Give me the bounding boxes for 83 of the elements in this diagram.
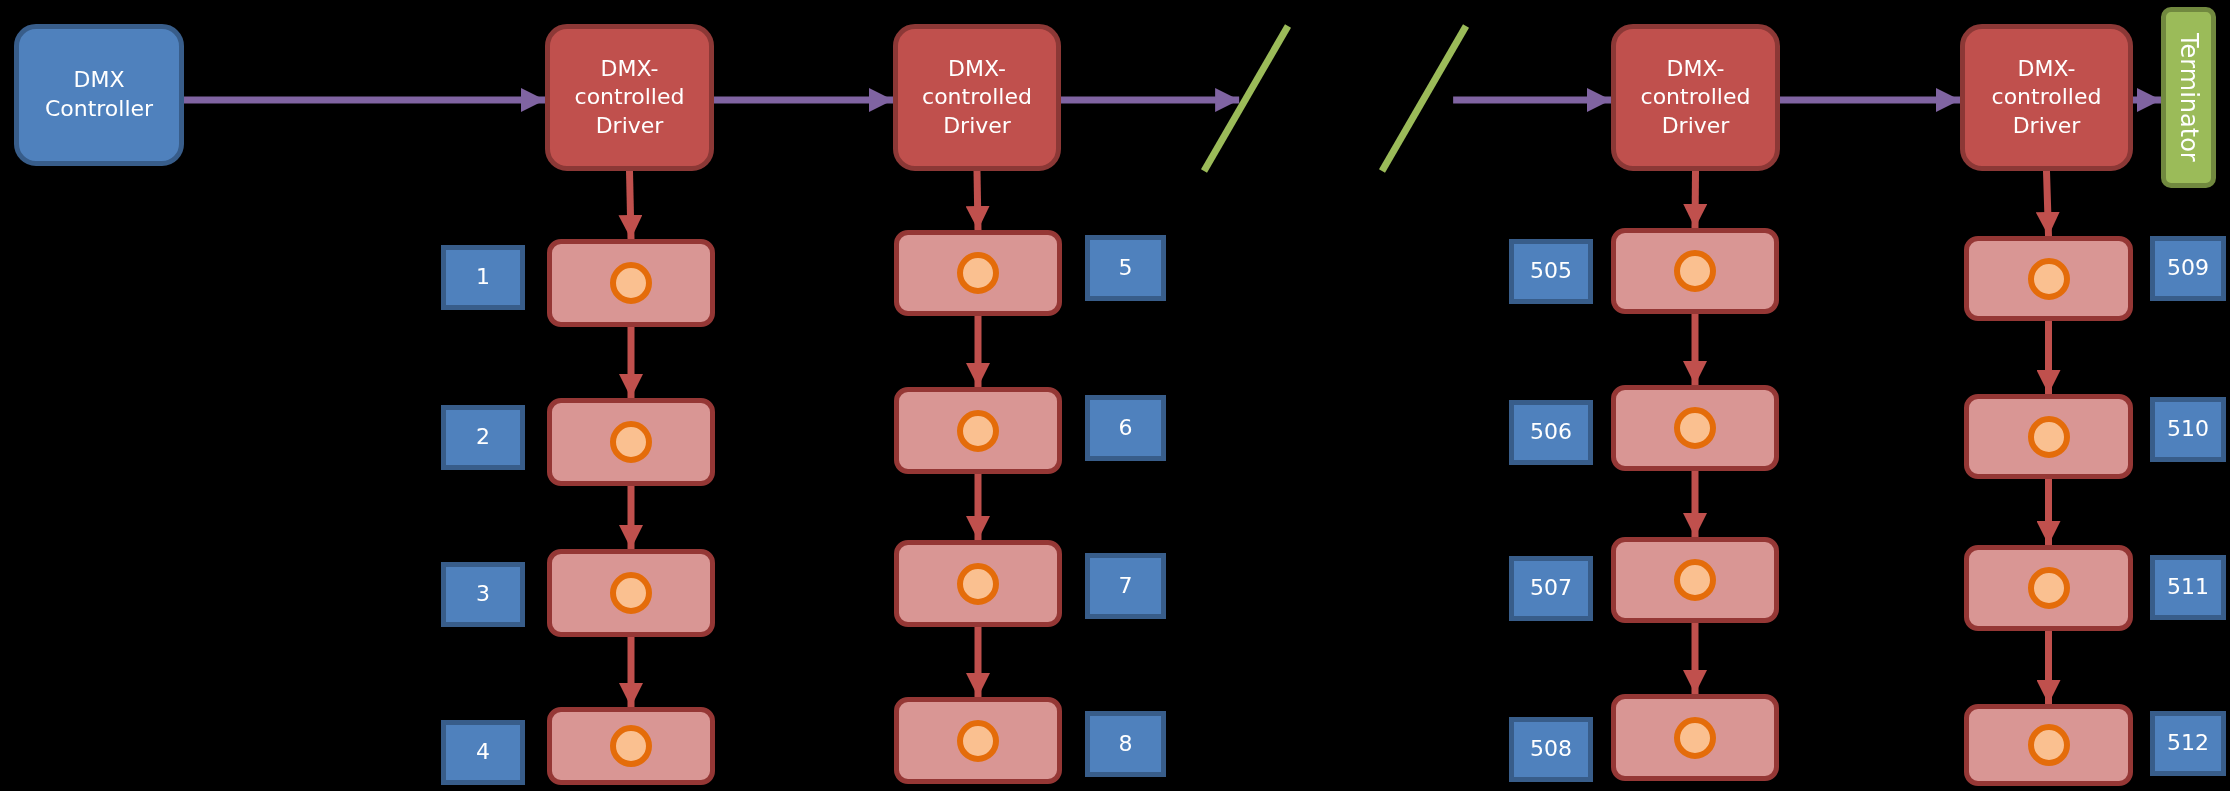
arrow [2036, 479, 2061, 545]
address-number: 508 [1530, 735, 1572, 764]
lamp-box [1611, 385, 1779, 471]
lamp-box [894, 540, 1062, 627]
address-number: 8 [1118, 729, 1133, 758]
address-box [1509, 556, 1593, 621]
arrow [966, 316, 990, 387]
address-box [441, 405, 525, 470]
address-number: 507 [1530, 574, 1572, 603]
lamp-box [1611, 228, 1779, 314]
terminator-label: Terminator [2174, 33, 2203, 162]
node-label: DMX-controlled Driver [921, 54, 1033, 140]
arrow [966, 474, 990, 540]
arrow [966, 627, 990, 697]
address-box [1509, 717, 1593, 782]
arrow [714, 88, 893, 112]
terminator-box [2161, 7, 2216, 188]
address-number: 5 [1118, 253, 1133, 282]
driver-box [545, 24, 714, 171]
address-box [1085, 235, 1166, 301]
address-box [1509, 400, 1593, 465]
driver-box [893, 24, 1061, 171]
address-box [1085, 711, 1166, 777]
address-number: 511 [2167, 573, 2209, 602]
address-box [2150, 711, 2226, 776]
address-box [1509, 239, 1593, 304]
lamp-box [1964, 394, 2133, 479]
address-number: 3 [476, 580, 490, 609]
arrow [2036, 631, 2061, 704]
arrow [1780, 88, 1960, 112]
address-number: 2 [476, 423, 490, 452]
arrow [184, 88, 545, 112]
address-box [441, 245, 525, 310]
arrow [2133, 88, 2161, 112]
address-number: 4 [476, 738, 490, 767]
arrow [618, 170, 643, 240]
lamp-box [894, 230, 1062, 316]
arrow [2035, 170, 2060, 237]
arrow [619, 637, 643, 707]
address-box [441, 720, 525, 785]
address-box [2150, 397, 2226, 462]
address-box [1085, 553, 1166, 619]
break-line [1378, 24, 1470, 173]
lamp-box [894, 697, 1062, 784]
address-number: 512 [2167, 729, 2209, 758]
address-number: 510 [2167, 415, 2209, 444]
node-label: DMX-controlled Driver [1990, 54, 2103, 140]
node-label: DMX-controlled Driver [1639, 54, 1752, 140]
arrow [2036, 321, 2061, 394]
arrow [1061, 88, 1240, 112]
lamp-box [894, 387, 1062, 474]
address-box [2150, 236, 2226, 301]
driver-box [1960, 24, 2133, 171]
address-number: 505 [1530, 257, 1572, 286]
controller-box [14, 24, 184, 166]
arrow [1683, 471, 1707, 537]
break-line [1200, 24, 1292, 173]
address-number: 6 [1118, 413, 1133, 442]
lamp-box [547, 239, 715, 327]
address-box [441, 562, 525, 627]
arrow [619, 486, 643, 549]
lamp-box [1611, 537, 1779, 623]
lamp-box [1964, 236, 2133, 321]
lamp-box [547, 707, 715, 785]
address-number: 506 [1530, 418, 1572, 447]
arrow [1683, 623, 1707, 694]
node-label: DMX Controller [43, 66, 155, 123]
address-box [2150, 555, 2226, 620]
arrow [1683, 170, 1708, 229]
address-box [1085, 395, 1166, 461]
arrow [965, 170, 990, 231]
lamp-box [1964, 704, 2133, 786]
node-label: DMX-controlled Driver [573, 54, 686, 140]
address-number: 7 [1118, 571, 1133, 600]
lamp-box [1611, 694, 1779, 781]
lamp-box [547, 549, 715, 637]
arrow [619, 327, 643, 398]
lamp-box [1964, 545, 2133, 631]
address-number: 509 [2167, 254, 2209, 283]
address-number: 1 [476, 263, 490, 292]
arrow [1683, 314, 1707, 385]
driver-box [1611, 24, 1780, 171]
lamp-box [547, 398, 715, 486]
